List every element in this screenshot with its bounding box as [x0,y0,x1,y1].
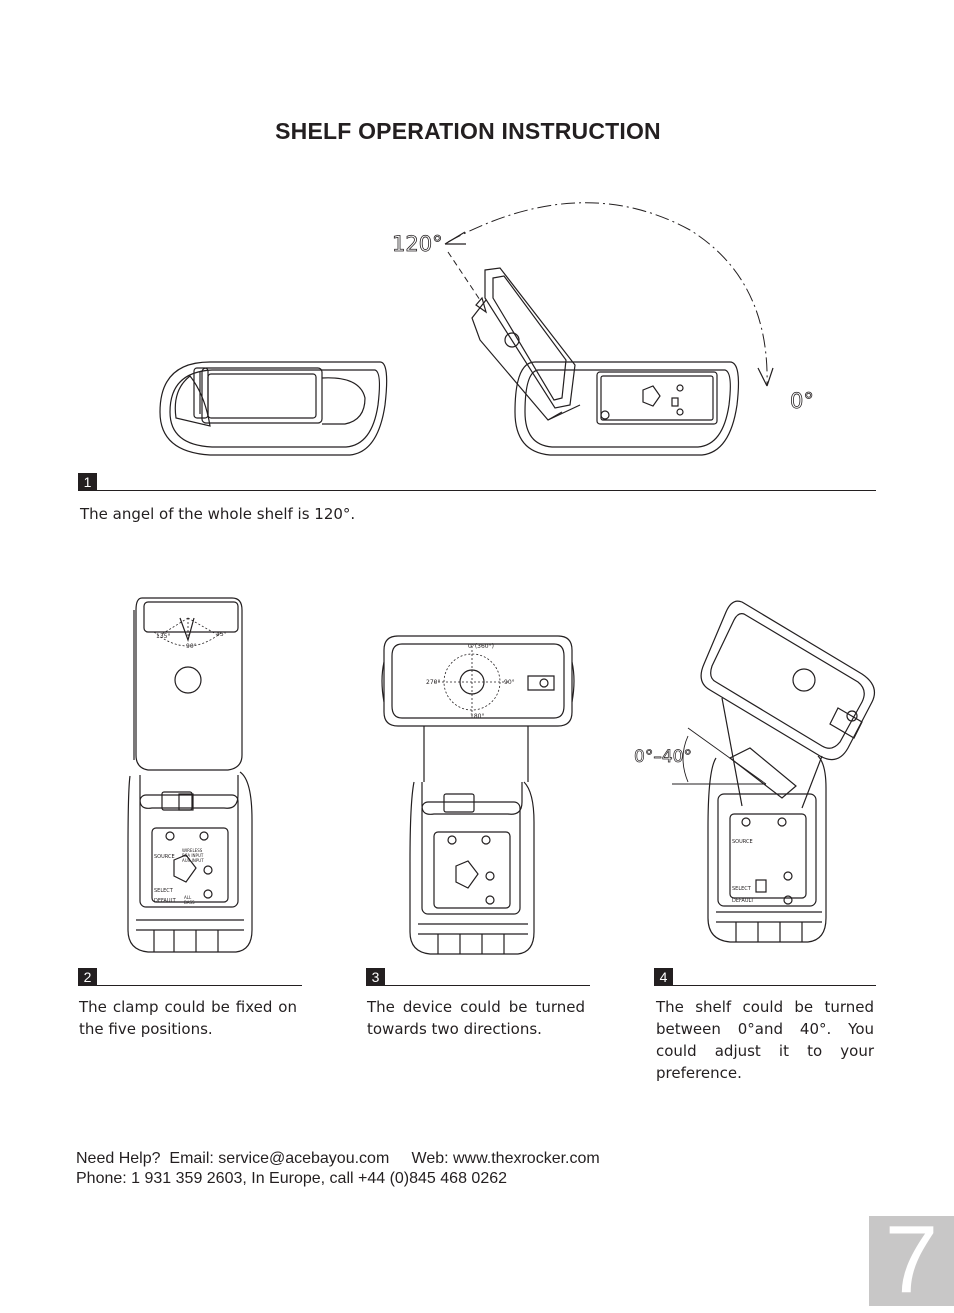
step-3-caption: The device could be turned towards two d… [367,998,585,1038]
rotation-left-label: 270° [426,679,440,686]
step-number: 3 [366,968,385,986]
step-4-caption: The shelf could be turned between 0°and … [656,998,874,1082]
panel-source-label-4: SOURCE [732,839,753,845]
figure-device-rotation: 0°(360°) 270° 90° 180° [381,635,575,955]
step-2-header: 2 [78,968,302,986]
footer-phone-line: Phone: 1 931 359 2603, In Europe, call +… [76,1170,508,1187]
divider [366,985,590,986]
panel-default-label-4: DEFAULT [732,898,755,904]
panel-source-label: SOURCE [154,854,175,860]
panel-select-label: SELECT [154,888,174,894]
panel-wireless-label: WIRELESS [182,848,203,853]
divider [78,490,876,491]
closed-shelf-drawing [159,361,388,456]
rotation-top-label: 0°(360°) [468,643,494,650]
rotation-right-label: 90° [504,679,515,686]
panel-aux-label: AUX INPUT [182,858,204,863]
angle-label-120: 120° [392,232,443,256]
open-shelf-drawing [471,267,740,456]
figure-shelf-tilt: 0°–40° SOURCE SELECT DEFAULT [634,600,875,943]
rotation-arc [447,202,768,387]
step-4-header: 4 [654,968,876,986]
panel-bass-label: BASS [184,900,195,905]
step-number: 1 [78,473,97,491]
rotation-bottom-label: 180° [470,713,484,720]
panel-select-label-4: SELECT [732,886,752,892]
step-3-header: 3 [366,968,590,986]
figure-clamp-positions: 135° 90° 45° SOURCE WIRELESS RCA INPUT A… [127,597,253,953]
clamp-angle-45: 45° [216,631,227,638]
divider [78,985,302,986]
page-title: SHELF OPERATION INSTRUCTION [275,118,661,144]
tilt-range-label: 0°–40° [634,747,692,767]
divider [654,985,876,986]
clamp-angle-135: 135° [156,633,170,640]
step-2-caption: The clamp could be fixed on the five pos… [79,998,297,1038]
clamp-angle-90: 90° [186,643,197,650]
angle-label-zero: 0° [790,389,814,413]
step-1-header: 1 [78,473,876,491]
figure-shelf-angle: 120° 0° [159,202,814,456]
panel-rca-label: RCA INPUT [182,853,204,858]
step-number: 4 [654,968,673,986]
step-1-caption: The angel of the whole shelf is 120°. [80,505,356,523]
footer-help-line: Need Help? Email: service@acebayou.com W… [76,1150,600,1167]
panel-default-label: DEFAULT [154,898,177,904]
panel-all-label: ALL [184,895,192,900]
arc-arrowhead-right-icon [757,367,774,387]
page-number-box: 7 [869,1210,954,1310]
arc-arrowhead-left-icon [444,231,466,245]
page-number: 7 [884,1206,939,1313]
step-number: 2 [78,968,97,986]
